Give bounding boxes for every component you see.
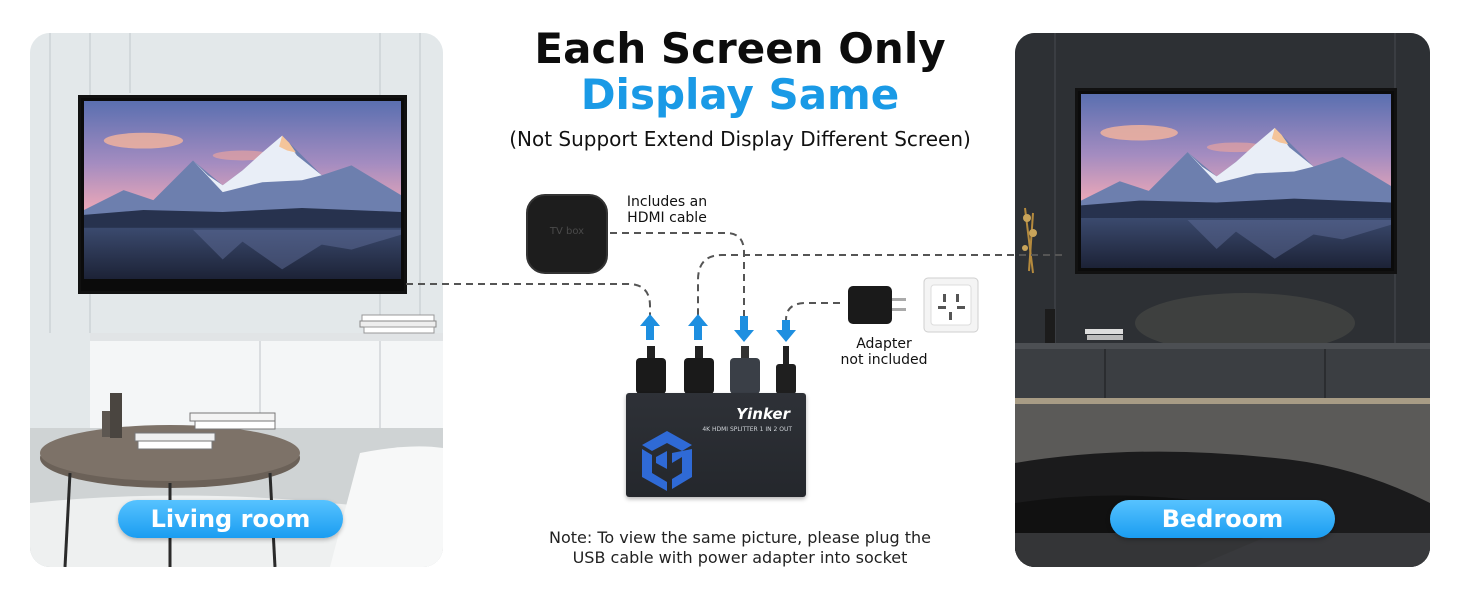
output-arrow-up-icon: [688, 314, 708, 340]
bedroom-panel: [1015, 33, 1430, 567]
adapter-caption-line-2: not included: [840, 352, 928, 368]
usb-power-plug: [776, 364, 796, 394]
hdmi-splitter-device: Yinker 4K HDMI SPLITTER 1 IN 2 OUT: [626, 393, 806, 497]
headline-line-1: Each Screen Only: [534, 24, 946, 73]
usage-note: Note: To view the same picture, please p…: [500, 528, 980, 568]
hdmi-input-cable-line: [610, 232, 745, 318]
living-room-cable-line: [406, 283, 651, 318]
headline-subtitle: (Not Support Extend Display Different Sc…: [509, 127, 971, 151]
bedroom-tv: [1075, 88, 1397, 274]
output-arrow-up-icon: [640, 314, 660, 340]
hdmi-caption-line-2: HDMI cable: [627, 210, 707, 226]
tv-box-device: [526, 194, 608, 274]
adapter-caption-line-1: Adapter: [856, 336, 912, 352]
living-room-tv: [78, 95, 407, 294]
hdmi-plug-out-2: [684, 358, 714, 394]
power-cable-line: [785, 302, 840, 326]
hdmi-cable-caption: Includes an HDMI cable: [612, 194, 722, 226]
hdmi-plug-out-1: [636, 358, 666, 394]
ports-and-plugs: [636, 314, 796, 394]
power-adapter-icon: [848, 286, 892, 324]
splitter-model: 4K HDMI SPLITTER 1 IN 2 OUT: [702, 426, 792, 433]
adapter-caption: Adapter not included: [832, 336, 936, 368]
living-room-label: Living room: [118, 500, 343, 538]
input-arrow-down-icon: [734, 316, 754, 342]
bedroom-cable-line: [697, 254, 1062, 318]
splitter-brand: Yinker: [736, 405, 790, 423]
brand-logo-icon: [642, 431, 692, 491]
note-line-1: Note: To view the same picture, please p…: [548, 528, 932, 547]
headline-line-2: Display Same: [580, 70, 900, 119]
tv-box-label: TV box: [549, 226, 585, 237]
note-line-2: USB cable with power adapter into socket: [572, 548, 908, 567]
hdmi-caption-line-1: Includes an: [626, 194, 708, 210]
bedroom-label: Bedroom: [1110, 500, 1335, 538]
hdmi-plug-in: [730, 358, 760, 394]
adapter-and-socket: [848, 277, 979, 333]
power-arrow-down-icon: [776, 320, 796, 342]
